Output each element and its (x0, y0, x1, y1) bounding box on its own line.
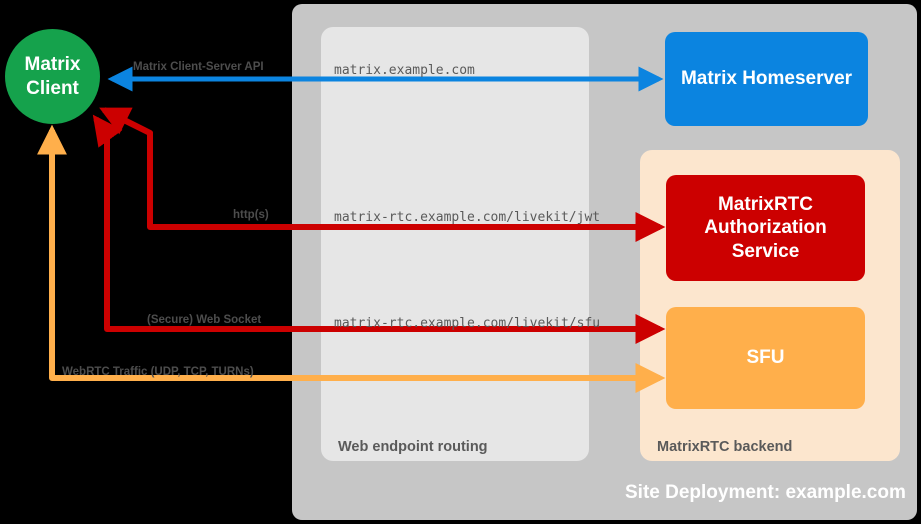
endpoint-livekit-sfu: matrix-rtc.example.com/livekit/sfu (334, 316, 601, 331)
auth-service-label-line3: Service (731, 240, 800, 262)
auth-service-label-line2: Authorization (704, 217, 827, 239)
edge-jwt-service-return-arrow (99, 107, 153, 200)
web-endpoint-routing-panel (321, 27, 589, 461)
auth-service-label-line1: MatrixRTC (717, 194, 813, 216)
edge-webrtc-media (49, 130, 666, 393)
matrix-client-label-line1: Matrix (24, 54, 81, 76)
matrix-client-label-line2: Client (26, 77, 79, 99)
matrix-homeserver-label: Matrix Homeserver (680, 68, 853, 90)
edge-label-client-server-api: Matrix Client-Server API (133, 61, 264, 73)
edge-label-web-socket: (Secure) Web Socket (147, 314, 262, 326)
edge-label-http: http(s) (233, 209, 269, 221)
caption-site-deployment: Site Deployment: example.com (625, 482, 906, 503)
node-sfu[interactable]: SFU (666, 307, 865, 409)
caption-web-endpoint-routing: Web endpoint routing (338, 439, 488, 455)
endpoint-livekit-jwt: matrix-rtc.example.com/livekit/jwt (334, 210, 601, 225)
node-matrixrtc-authorization-service[interactable]: MatrixRTC Authorization Service (666, 175, 865, 281)
sfu-label: SFU (746, 347, 785, 369)
caption-matrixrtc-backend: MatrixRTC backend (657, 439, 793, 455)
edge-sfu-websocket-return-arrow (92, 114, 123, 300)
node-matrix-client[interactable]: Matrix Client (5, 29, 100, 124)
endpoint-matrix-example-com: matrix.example.com (334, 63, 475, 78)
edge-label-webrtc-traffic: WebRTC Traffic (UDP, TCP, TURNs) (62, 366, 254, 378)
node-matrix-homeserver[interactable]: Matrix Homeserver (665, 32, 868, 126)
